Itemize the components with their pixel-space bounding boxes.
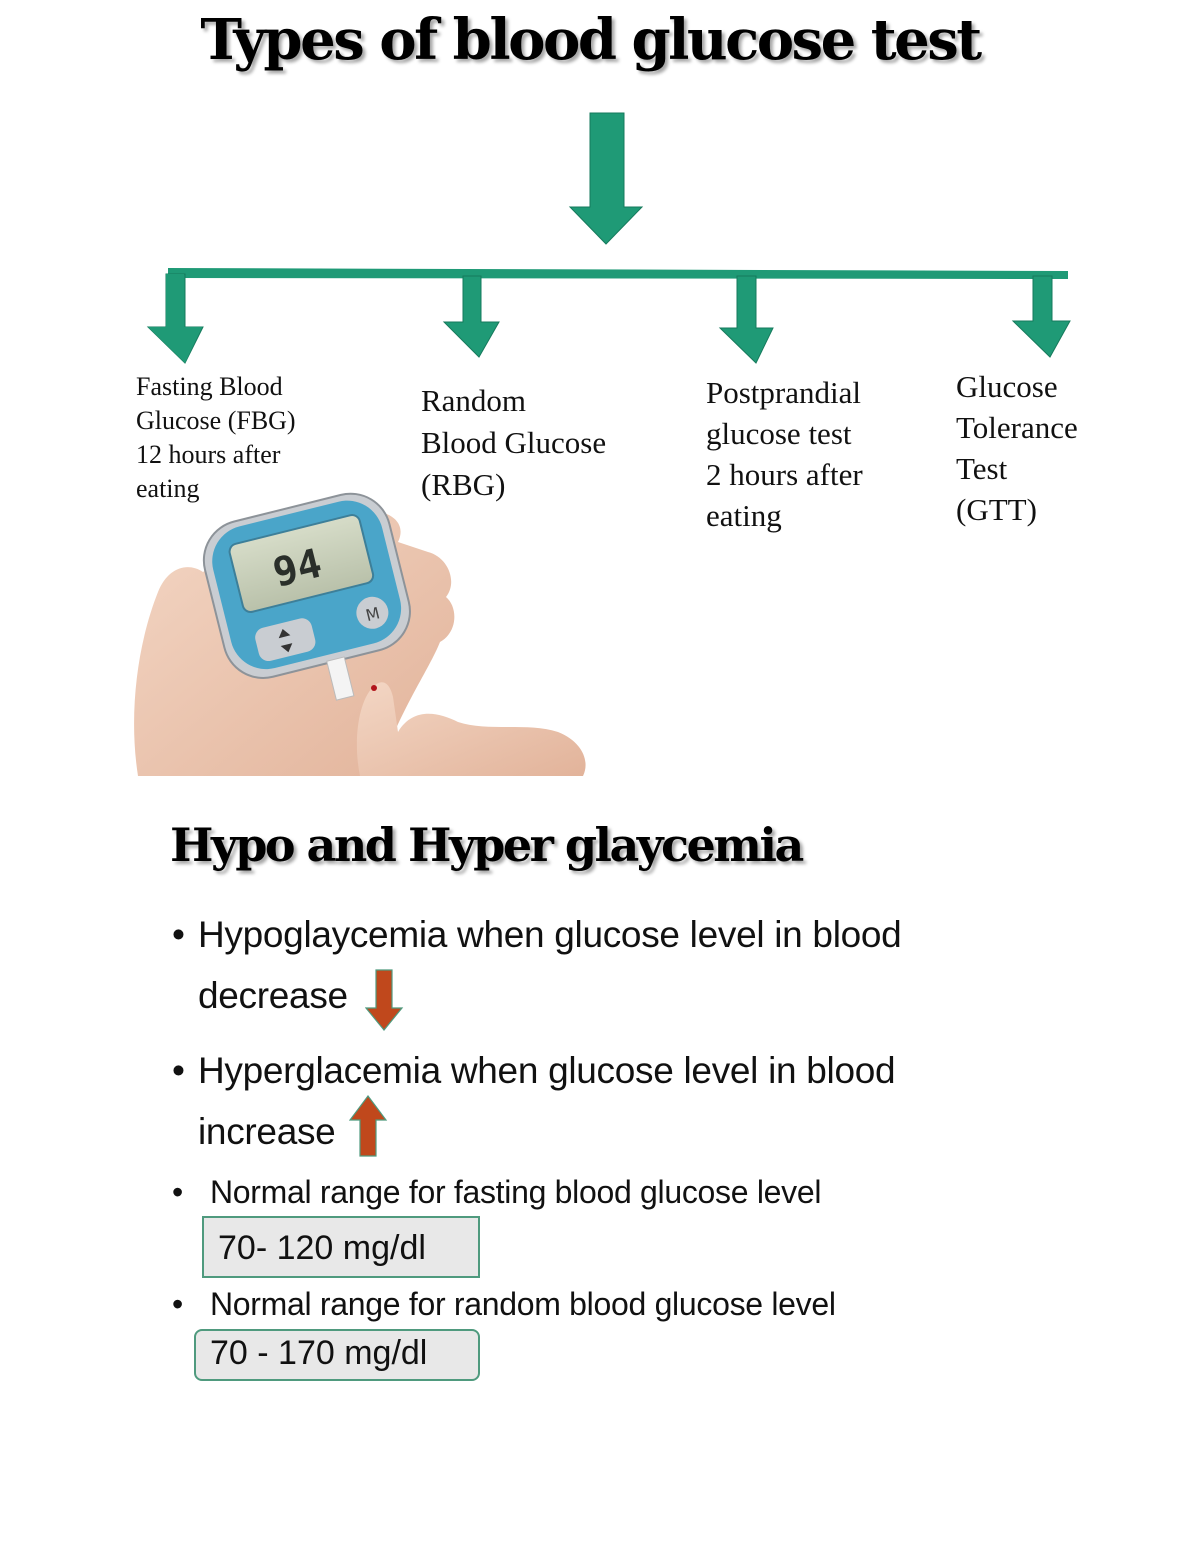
label-line: Glucose (FBG) bbox=[136, 406, 296, 435]
bullet-dot: • bbox=[172, 914, 185, 955]
label-line: Random bbox=[421, 383, 527, 418]
branch-label-rbg: Random Blood Glucose (RBG) bbox=[421, 380, 606, 506]
bullet-hyperglycemia: • Hyperglacemia when glucose level in blo… bbox=[172, 1040, 896, 1162]
branch-arrow-gtt-icon bbox=[1011, 275, 1071, 358]
bullet-fasting-range: • Normal range for fasting blood glucose … bbox=[172, 1172, 821, 1212]
glucose-meter-photo: 94 M bbox=[134, 492, 586, 776]
fasting-range-box: 70- 120 mg/dl bbox=[202, 1216, 480, 1278]
branch-label-fbg: Fasting Blood Glucose (FBG) 12 hours aft… bbox=[136, 370, 296, 506]
bullet-text-line: Normal range for random blood glucose le… bbox=[210, 1286, 836, 1322]
bullet-text-line: decrease bbox=[198, 975, 348, 1016]
root-down-arrow-icon bbox=[568, 112, 644, 245]
label-line: 2 hours after bbox=[706, 457, 863, 492]
meter-reading: 94 bbox=[269, 540, 327, 596]
bullet-random-range: • Normal range for random blood glucose l… bbox=[172, 1284, 836, 1324]
label-line: Blood Glucose bbox=[421, 425, 607, 460]
bullet-hypoglycemia: • Hypoglaycemia when glucose level in blo… bbox=[172, 904, 902, 1026]
label-line: Postprandial bbox=[706, 375, 861, 410]
flow-diagram bbox=[146, 112, 1071, 364]
section-title: Hypo and Hyper glaycemia bbox=[170, 818, 804, 872]
meter-m-button: M bbox=[364, 603, 382, 625]
bullet-dot: • bbox=[172, 1050, 185, 1091]
bullet-text-line: Hyperglacemia when glucose level in bloo… bbox=[198, 1050, 896, 1091]
bullet-text-line: increase bbox=[198, 1111, 336, 1152]
increase-up-arrow-icon bbox=[349, 1095, 388, 1157]
label-line: (RBG) bbox=[421, 467, 506, 502]
label-line: Test bbox=[956, 451, 1008, 486]
bullet-text-line: Normal range for fasting blood glucose l… bbox=[210, 1174, 822, 1210]
label-line: glucose test bbox=[706, 416, 852, 451]
branch-arrow-rbg-icon bbox=[442, 275, 500, 358]
label-line: 12 hours after bbox=[136, 440, 281, 469]
label-line: Glucose bbox=[956, 369, 1058, 404]
branch-connector-bar bbox=[168, 268, 1068, 279]
page-title: Types of blood glucose test bbox=[200, 7, 982, 73]
branch-label-ppg: Postprandial glucose test 2 hours after … bbox=[706, 372, 863, 536]
random-range-box: 70 - 170 mg/dl bbox=[194, 1329, 480, 1381]
label-line: eating bbox=[136, 474, 200, 503]
label-line: (GTT) bbox=[956, 492, 1037, 527]
label-line: Tolerance bbox=[956, 410, 1078, 445]
decrease-down-arrow-icon bbox=[365, 969, 404, 1031]
bullet-dot: • bbox=[172, 1174, 183, 1210]
branch-label-gtt: Glucose Tolerance Test (GTT) bbox=[956, 366, 1078, 530]
branch-arrow-fbg-icon bbox=[146, 273, 204, 364]
label-line: Fasting Blood bbox=[136, 372, 283, 401]
branch-arrow-ppg-icon bbox=[718, 275, 774, 364]
bullet-text-line: Hypoglaycemia when glucose level in bloo… bbox=[198, 914, 902, 955]
bullet-dot: • bbox=[172, 1286, 183, 1322]
label-line: eating bbox=[706, 498, 782, 533]
